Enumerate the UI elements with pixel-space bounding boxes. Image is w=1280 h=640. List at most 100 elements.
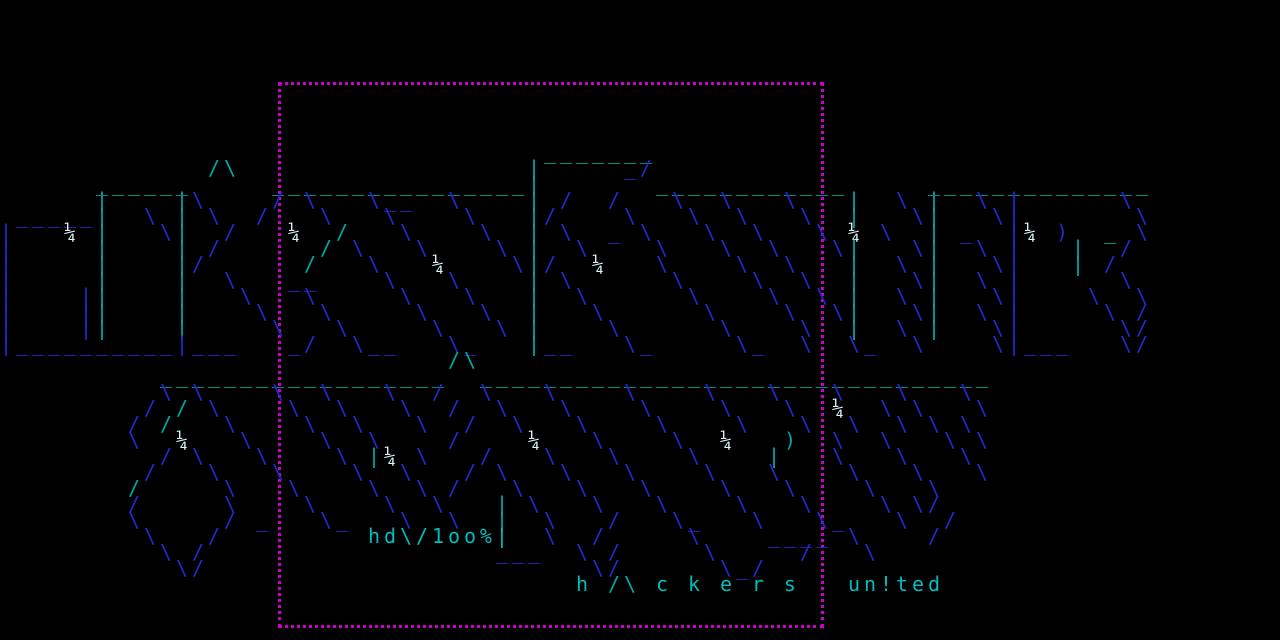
art-segment: \	[896, 252, 912, 276]
art-segment: \	[432, 316, 448, 340]
art-segment: \	[848, 412, 864, 436]
art-segment: \	[256, 300, 272, 324]
art-segment: _	[1104, 220, 1120, 244]
art-segment: \	[720, 316, 736, 340]
art-segment: |	[176, 316, 192, 340]
art-segment: |	[528, 268, 544, 292]
art-segment: \	[608, 444, 624, 468]
art-segment: \/	[1120, 316, 1152, 340]
art-segment: \	[928, 412, 944, 436]
art-segment: /	[304, 252, 320, 276]
art-segment: \	[384, 492, 400, 516]
art-segment: \	[928, 476, 944, 500]
art-segment: \	[224, 492, 240, 516]
art-segment: \	[704, 220, 720, 244]
art-segment: \	[208, 396, 224, 420]
art-segment: _____	[96, 332, 176, 356]
art-segment: |	[528, 284, 544, 308]
art-segment: |	[0, 236, 16, 260]
art-segment: \	[592, 428, 608, 452]
art-segment: \	[192, 188, 208, 212]
art-segment: __	[288, 268, 320, 292]
art-segment: |	[928, 220, 944, 244]
art-segment: ______________________	[480, 364, 832, 388]
art-segment: /	[448, 396, 464, 420]
art-segment: \	[512, 412, 528, 436]
quarter-glyph: ¼	[176, 428, 192, 452]
art-segment: /	[224, 220, 240, 244]
art-segment: /	[208, 236, 224, 260]
art-segment: |	[96, 204, 112, 228]
hd-100-label: hd\/1oo%|	[368, 524, 512, 548]
art-segment: \	[336, 444, 352, 468]
art-segment: /	[608, 508, 624, 532]
art-segment: \	[320, 380, 336, 404]
art-segment: \	[1120, 268, 1136, 292]
art-segment: \	[1120, 188, 1136, 212]
art-segment: \	[800, 268, 816, 292]
art-segment: \	[768, 380, 784, 404]
art-segment: \	[672, 268, 688, 292]
art-segment: \	[784, 300, 800, 324]
art-segment: \	[992, 316, 1008, 340]
art-segment: \	[896, 188, 912, 212]
art-segment: \	[256, 444, 272, 468]
art-segment: /	[448, 476, 464, 500]
art-segment: |	[496, 492, 512, 516]
art-segment: /	[128, 476, 144, 500]
art-segment: /	[800, 540, 816, 564]
art-segment: \	[720, 236, 736, 260]
art-segment: \	[576, 540, 592, 564]
quarter-glyph: ¼	[720, 428, 736, 452]
art-segment: \	[448, 508, 464, 532]
art-segment: \	[400, 220, 416, 244]
art-segment: \	[688, 204, 704, 228]
art-segment: \__	[368, 188, 416, 212]
art-segment: |	[1008, 188, 1024, 212]
art-segment: \	[656, 492, 672, 516]
quarter-glyph: ¼	[848, 220, 864, 244]
art-segment: \	[640, 396, 656, 420]
art-segment: \	[560, 268, 576, 292]
art-segment: \	[784, 188, 800, 212]
art-segment: /\	[208, 156, 240, 180]
art-segment: \	[336, 316, 352, 340]
art-segment: \	[464, 204, 480, 228]
art-segment: /	[208, 524, 224, 548]
art-segment: \	[800, 412, 816, 436]
art-segment: \/	[176, 556, 208, 580]
art-segment: \	[480, 220, 496, 244]
art-segment: |	[0, 284, 16, 308]
art-segment: \	[1088, 284, 1104, 308]
art-segment: \	[1136, 220, 1152, 244]
art-segment: |	[1008, 236, 1024, 260]
art-segment: |	[1008, 220, 1024, 244]
art-segment: |_____	[0, 332, 96, 356]
art-segment: /	[560, 188, 576, 212]
art-segment: \	[976, 300, 992, 324]
art-segment: \	[240, 428, 256, 452]
art-segment: |	[528, 236, 544, 260]
art-segment: \	[352, 412, 368, 436]
art-segment: \	[688, 524, 704, 548]
art-segment: |	[496, 508, 512, 532]
art-segment: \	[128, 428, 144, 452]
art-segment: \	[992, 332, 1008, 356]
art-segment: \	[640, 220, 656, 244]
art-segment: _	[608, 220, 624, 244]
quarter-glyph: ¼	[528, 428, 544, 452]
art-segment: /	[144, 460, 160, 484]
art-segment: \	[1104, 300, 1120, 324]
art-segment: |	[176, 300, 192, 324]
art-segment: |	[528, 252, 544, 276]
art-segment: _	[256, 508, 272, 532]
art-segment: \	[144, 204, 160, 228]
art-segment: \	[736, 252, 752, 276]
art-segment: \	[464, 284, 480, 308]
art-segment: \	[704, 540, 720, 564]
art-segment: \	[352, 460, 368, 484]
art-segment: \	[736, 204, 752, 228]
art-segment: \	[448, 268, 464, 292]
art-segment: \	[544, 524, 560, 548]
